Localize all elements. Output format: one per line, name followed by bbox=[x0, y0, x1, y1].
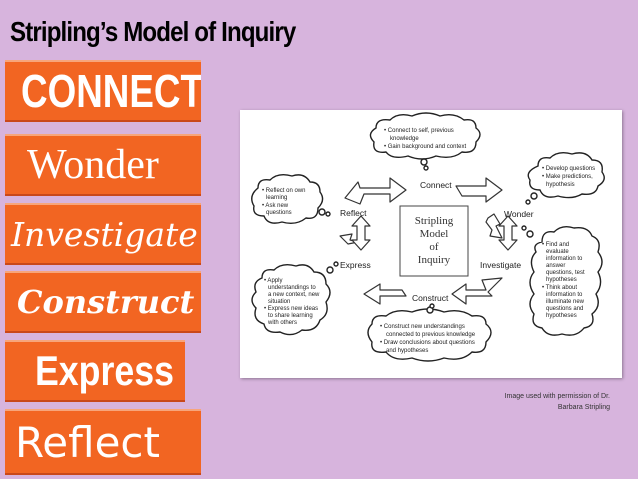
note-investigate-11: hypotheses bbox=[546, 313, 577, 319]
cloud-wonder bbox=[527, 151, 605, 199]
note-reflect-3: • Ask new bbox=[262, 203, 289, 209]
label-construct: Construct bbox=[412, 293, 449, 303]
note-wonder-1: • Develop questions bbox=[542, 166, 595, 172]
note-construct-2: connected to previous knowledge bbox=[386, 332, 476, 338]
arrow-construct-to-express bbox=[363, 283, 407, 305]
note-investigate-9: illuminate new bbox=[546, 299, 585, 305]
note-investigate-7: • Think about bbox=[542, 285, 577, 291]
note-express-5: • Express new ideas bbox=[264, 306, 318, 312]
center-line-2: Model bbox=[420, 228, 449, 240]
note-reflect-2: learning bbox=[266, 195, 287, 201]
center-box: Stripling Model of Inquiry bbox=[399, 205, 469, 277]
image-credit-line-2: Barbara Stripling bbox=[557, 404, 610, 411]
center-line-3: of bbox=[429, 241, 439, 253]
note-investigate-6: hypotheses bbox=[546, 277, 577, 283]
label-connect: Connect bbox=[420, 180, 452, 190]
stage-investigate: Investigate bbox=[5, 203, 201, 265]
cloud-express bbox=[251, 263, 331, 336]
note-reflect-4: questions bbox=[266, 210, 292, 216]
note-investigate-4: answer bbox=[546, 263, 565, 269]
note-investigate-1: • Find and bbox=[542, 242, 569, 248]
stage-connect: CONNECT bbox=[5, 60, 201, 122]
double-arrow-left bbox=[351, 215, 371, 251]
center-line-4: Inquiry bbox=[418, 254, 451, 266]
stage-express: Express bbox=[5, 340, 185, 402]
note-construct-4: and hypotheses bbox=[386, 348, 428, 354]
note-investigate-2: evaluate bbox=[546, 249, 569, 255]
stage-express-label: Express bbox=[35, 347, 174, 394]
stage-wonder: Wonder bbox=[5, 134, 201, 196]
diagram-canvas: Stripling Model of Inquiry Connect Wonde… bbox=[251, 112, 605, 362]
label-investigate: Investigate bbox=[480, 260, 521, 270]
note-investigate-8: information to bbox=[546, 292, 583, 298]
stage-connect-label: CONNECT bbox=[21, 65, 201, 117]
note-express-1: • Apply bbox=[264, 278, 282, 284]
cloud-reflect bbox=[251, 173, 324, 225]
inquiry-model-diagram: Stripling Model of Inquiry Connect Wonde… bbox=[240, 110, 622, 378]
arrow-wonder-to-investigate bbox=[485, 213, 503, 239]
center-line-1: Stripling bbox=[415, 215, 454, 227]
label-wonder: Wonder bbox=[504, 209, 534, 219]
stage-reflect-label: Reflect bbox=[15, 417, 160, 467]
cloud-investigate bbox=[529, 225, 603, 336]
arrow-connect-to-wonder bbox=[455, 177, 503, 203]
note-wonder-3: hypothesis bbox=[546, 182, 575, 188]
stage-construct: Construct bbox=[5, 271, 201, 333]
image-credit-line-1: Image used with permission of Dr. bbox=[504, 393, 610, 400]
note-express-7: with others bbox=[267, 320, 297, 326]
note-connect-1: • Connect to self, previous bbox=[384, 128, 454, 134]
arrow-investigate-to-construct bbox=[451, 277, 503, 305]
note-express-4: situation bbox=[268, 299, 290, 305]
page-title: Stripling’s Model of Inquiry bbox=[10, 16, 296, 47]
stage-reflect: Reflect bbox=[5, 409, 201, 475]
label-reflect: Reflect bbox=[340, 208, 367, 218]
label-express: Express bbox=[340, 260, 371, 270]
stage-wonder-label: Wonder bbox=[27, 142, 159, 188]
image-credit: Image used with permission of Dr. Barbar… bbox=[468, 391, 610, 413]
note-connect-2: knowledge bbox=[390, 136, 419, 142]
cloud-connect bbox=[369, 112, 481, 160]
double-arrow-right bbox=[498, 215, 518, 251]
note-investigate-3: information to bbox=[546, 256, 583, 262]
note-wonder-2: • Make predictions, bbox=[542, 174, 593, 180]
note-connect-3: • Gain background and context bbox=[384, 144, 466, 150]
note-construct-1: • Construct new understandings bbox=[380, 324, 465, 330]
stage-investigate-label: Investigate bbox=[11, 214, 198, 254]
note-investigate-5: questions, test bbox=[546, 270, 585, 276]
arrow-reflect-to-connect bbox=[344, 177, 407, 205]
note-express-2: understandings to bbox=[268, 285, 316, 291]
note-express-3: a new context, new bbox=[268, 292, 320, 298]
stage-construct-label: Construct bbox=[17, 283, 195, 321]
note-investigate-10: questions and bbox=[546, 306, 583, 312]
note-reflect-1: • Reflect on own bbox=[262, 188, 305, 194]
note-construct-3: • Draw conclusions about questions bbox=[380, 340, 475, 346]
cloud-construct bbox=[367, 308, 492, 362]
note-express-6: to share learning bbox=[268, 313, 313, 319]
